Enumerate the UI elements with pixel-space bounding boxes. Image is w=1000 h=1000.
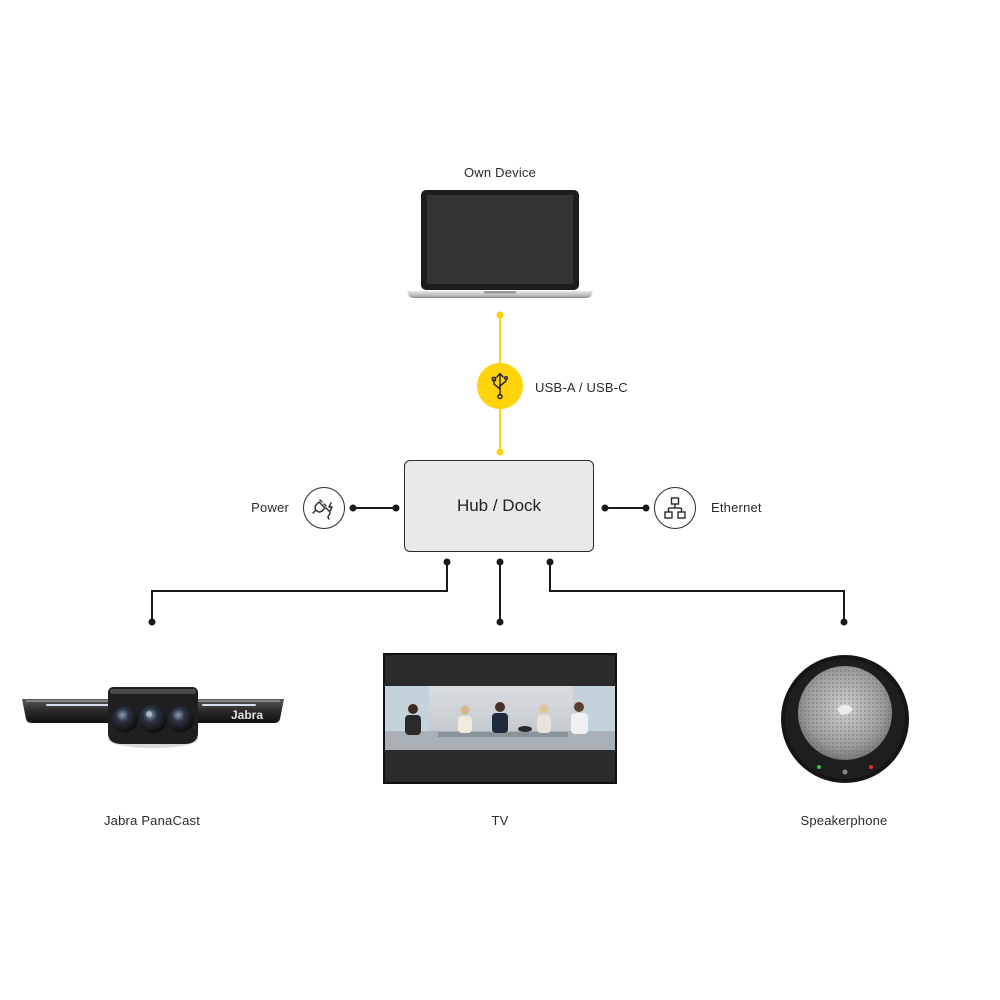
speaker-dot-a [546, 558, 554, 566]
ethernet-label: Ethernet [711, 500, 762, 515]
tv-label: TV [491, 813, 509, 828]
usb-dot-top [496, 311, 504, 319]
power-plug-icon [312, 499, 333, 520]
ethernet-dot-b [642, 504, 650, 512]
speaker-dot-b [840, 618, 848, 626]
tv-dot-b [496, 618, 504, 626]
power-label: Power [251, 500, 289, 515]
hub-dock-box: Hub / Dock [404, 460, 594, 552]
power-badge [303, 487, 345, 529]
camera-dot-a [443, 558, 451, 566]
ethernet-dot-a [601, 504, 609, 512]
camera-icon: Jabra [22, 687, 284, 748]
speakerphone-icon [781, 655, 909, 783]
usb-label: USB-A / USB-C [535, 380, 628, 395]
camera-dot-b [148, 618, 156, 626]
usb-icon [491, 372, 509, 400]
speaker-line [549, 562, 845, 622]
speaker-label: Speakerphone [800, 813, 888, 828]
network-icon [664, 497, 686, 519]
laptop-icon [407, 190, 593, 298]
own-device-label: Own Device [463, 165, 537, 180]
camera-line [151, 562, 448, 622]
camera-label: Jabra PanaCast [103, 813, 201, 828]
camera-brand-text: Jabra [231, 708, 263, 722]
tv-dot-a [496, 558, 504, 566]
usb-dot-bottom [496, 448, 504, 456]
power-dot-a [349, 504, 357, 512]
hub-dock-label: Hub / Dock [456, 496, 542, 515]
power-dot-b [392, 504, 400, 512]
usb-badge [477, 363, 523, 409]
ethernet-badge [654, 487, 696, 529]
tv-icon [383, 653, 617, 784]
